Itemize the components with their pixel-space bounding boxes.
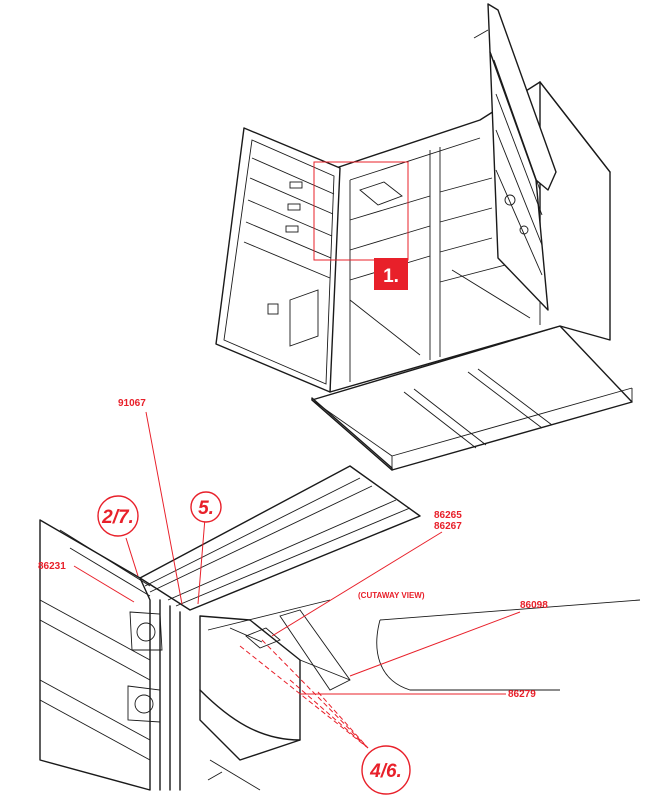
- cutaway-annotation: (CUTAWAY VIEW): [358, 591, 425, 600]
- part-label-86267: 86267: [434, 521, 462, 532]
- callout-5-circle: [190, 491, 222, 523]
- callout-2-7-circle: [97, 495, 139, 537]
- callout-4-6-label: 4/6.: [369, 761, 402, 782]
- cabinet-right-door: [473, 3, 557, 311]
- cabinet-top-panel: [139, 465, 421, 611]
- leader-lines: [73, 411, 521, 749]
- detail-view: 2/7. 5. 4/6. 91067 86265 86267 86231 860…: [38, 398, 641, 795]
- cabinet-interior: [199, 599, 641, 791]
- part-label-86098: 86098: [520, 600, 548, 611]
- cabinet-left-door: [215, 127, 341, 393]
- door-frame: [39, 519, 181, 791]
- part-label-86231: 86231: [38, 561, 66, 572]
- cabinet-base: [311, 325, 633, 471]
- detail-frame-1: [313, 161, 409, 261]
- part-label-86279: 86279: [508, 689, 536, 700]
- callout-5-label: 5.: [198, 498, 214, 519]
- callout-1-badge: [374, 258, 408, 290]
- part-label-86265: 86265: [434, 510, 462, 521]
- cabinet-overview: 1.: [215, 3, 633, 471]
- callout-4-6-circle: [361, 745, 411, 795]
- callout-1-label: 1.: [383, 266, 399, 287]
- callout-2-7-label: 2/7.: [101, 507, 134, 528]
- part-label-91067: 91067: [118, 398, 146, 409]
